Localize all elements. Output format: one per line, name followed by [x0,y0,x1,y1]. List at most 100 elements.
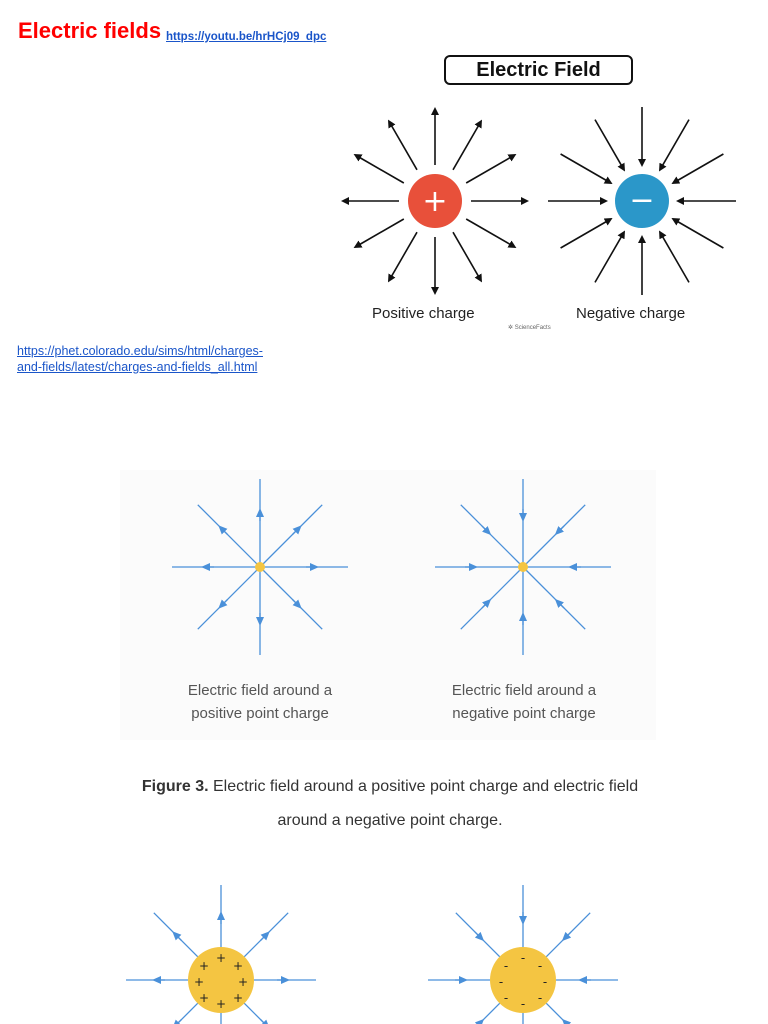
negative-sign: - [499,975,503,989]
document-title: Electric fields [18,18,162,43]
negative-charge-label: Negative charge [576,305,686,322]
positive-field-arrow [388,119,418,171]
positive-sign: + [199,959,209,973]
negative-field-caption-line2: negative point charge [452,705,596,722]
negative-field-arrow [560,217,613,249]
positive-field-arrowhead [292,525,302,535]
positive-field-arrow [465,153,517,184]
positive-field-caption-line2: positive point charge [191,705,329,722]
negative-sphere-arrowhead [561,931,572,942]
positive-charge-label: Positive charge [372,305,475,322]
positive-sign: + [238,975,248,989]
positive-sphere-field-line [243,1002,266,1024]
positive-field-arrows [341,107,529,295]
positive-sphere-arrowhead [260,931,270,941]
negative-point-charge-field [435,479,611,655]
positive-sphere [188,947,254,1013]
positive-sphere-arrowhead [172,931,182,941]
negative-symbol: − [629,183,654,218]
positive-field-arrow [353,218,405,248]
figure-3-caption-line1: Figure 3. Electric field around a positi… [90,770,690,804]
figure-3-label: Figure 3. [141,778,209,795]
positive-sphere-field-line [153,912,199,958]
negative-field-arrow [594,230,625,283]
negative-sign: - [521,951,525,965]
positive-field-arrow [465,218,517,249]
positive-field-arrow [388,231,418,283]
negative-field-arrow [659,230,690,283]
positive-field-arrow [452,231,482,283]
negative-sphere [490,947,556,1013]
negative-sphere-field-line [478,1002,501,1024]
negative-sign: - [538,991,542,1005]
negative-sphere-field-lines [428,885,618,1024]
positive-field-line [197,566,261,630]
positive-field-arrow [452,119,482,171]
negative-charge-sphere [615,174,669,228]
negative-sign: - [538,959,542,973]
negative-field-line [460,566,524,630]
electric-field-diagram: + − [341,107,736,295]
negative-field-line [522,504,586,568]
negative-field-caption: Electric field around a negative point c… [424,679,624,725]
negative-sphere-arrowhead [474,1018,485,1024]
positive-field-arrowhead [218,525,228,535]
phet-simulation-link[interactable]: https://phet.colorado.edu/sims/html/char… [17,344,263,374]
negative-field-arrowhead [481,598,492,609]
positive-point-charge [255,562,265,572]
negative-field-arrow [594,119,625,172]
positive-sphere-arrowhead [260,1019,270,1024]
negative-sign: - [521,997,525,1011]
negative-field-arrow [560,153,613,185]
positive-sign: + [199,991,209,1005]
negative-field-arrow [659,119,690,172]
figure-3-panel [120,470,656,740]
negative-sign: - [543,975,547,989]
positive-symbol: + [422,184,447,219]
positive-sphere-arrowhead [172,1019,182,1024]
negative-sphere-arrowhead [474,931,485,942]
positive-sphere-field-line [176,1002,199,1024]
positive-sign: + [216,951,226,965]
figure-3-caption-text-1: Electric field around a positive point c… [213,778,639,795]
positive-sign: + [233,991,243,1005]
positive-field-caption: Electric field around a positive point c… [160,679,360,725]
logo-text: ScienceFacts [514,325,551,331]
electric-field-title: Electric Field [444,55,633,85]
negative-sphere-field-line [545,1002,568,1024]
negative-field-line [460,504,524,568]
negative-sign: - [504,959,508,973]
negative-field-arrowhead [481,525,492,536]
negative-field-caption-line1: Electric field around a [451,682,597,699]
figure-3-caption-text-2: around a negative point charge. [277,812,503,829]
positive-sign: + [233,959,243,973]
negative-sign: - [504,991,508,1005]
positive-sign: + [216,997,226,1011]
positive-sign: + [194,975,204,989]
positive-charge-sphere [408,174,462,228]
positive-field-caption-line1: Electric field around a [187,682,333,699]
point-charge-field-diagram [172,479,611,655]
positive-field-line [259,504,323,568]
positive-field-arrowhead [218,599,228,609]
youtube-link[interactable]: https://youtu.be/hrHCj09_dpc [166,31,327,43]
positive-field-arrowhead [292,599,302,609]
negative-field-arrowhead [554,598,565,609]
positive-field-line [197,504,261,568]
negative-field-arrow [671,153,724,185]
negative-field-arrows [548,107,736,295]
positive-sphere-signs: + + + + + + + + [194,951,248,1011]
negative-field-arrowhead [554,525,565,536]
sciencefacts-logo: ✲ ScienceFacts [508,324,551,331]
positive-sphere-field-lines [126,885,316,1024]
logo-icon: ✲ [508,325,515,331]
negative-field-arrow [671,217,724,249]
positive-field-line [259,566,323,630]
negative-point-charge [518,562,528,572]
positive-point-charge-field [172,479,348,655]
positive-sphere-field-line [243,912,289,958]
negative-sphere-signs: -------- [499,951,547,1011]
negative-sphere-arrowhead [561,1018,572,1024]
figure-3-caption: Figure 3. Electric field around a positi… [90,770,690,838]
